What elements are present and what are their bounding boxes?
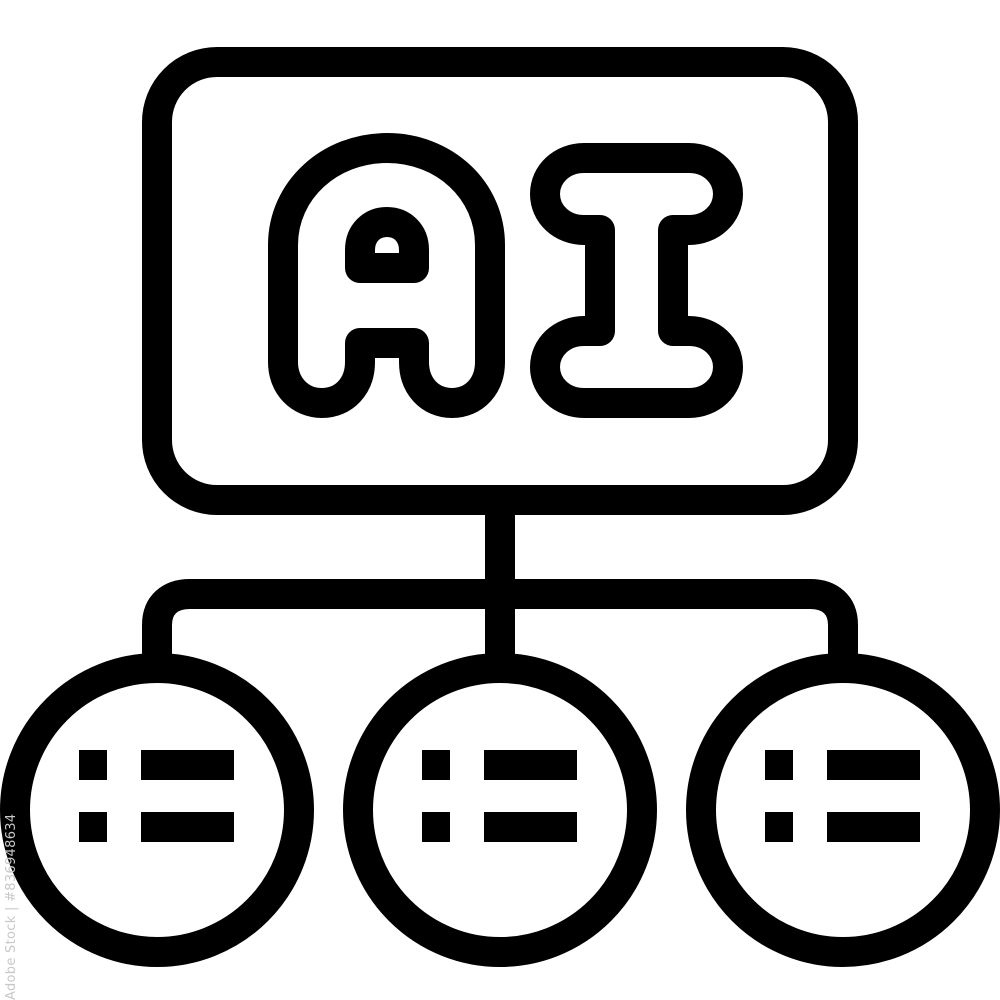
node-middle xyxy=(343,653,657,967)
letter-a-counter xyxy=(345,207,429,283)
list-icon xyxy=(422,750,577,842)
letter-a-icon xyxy=(268,133,505,418)
stock-watermark: Adobe Stock | #836948634 xyxy=(4,813,19,1000)
list-icon xyxy=(79,750,234,842)
connector-lines xyxy=(142,485,858,670)
letter-i-icon xyxy=(530,143,743,418)
node-left xyxy=(0,653,314,967)
node-right xyxy=(686,653,1000,967)
list-icon xyxy=(765,750,920,842)
